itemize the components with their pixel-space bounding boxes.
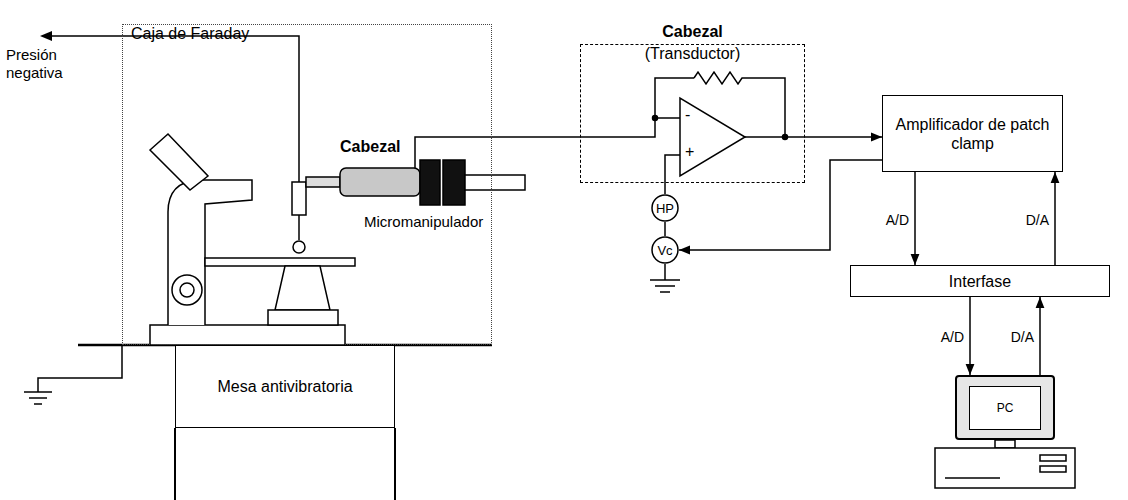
drive-slot [1040,466,1066,472]
label-holder: A/D [941,328,964,346]
cell-sample [293,241,305,253]
noninverting-input [665,155,680,183]
node-text: HP [656,201,674,216]
case-line [945,477,1000,479]
ground-symbol [24,391,52,393]
ground-symbol [34,403,42,405]
headstage-body [340,168,420,196]
headstage-label: Cabezal [340,138,400,156]
holder-connector [306,177,340,187]
faraday-cage: Caja de Faraday [122,24,492,345]
node-text: (Transductor) [645,45,740,63]
signal-label: D/A [1026,212,1049,228]
ground-symbol [29,397,47,399]
signal-connector [914,172,916,265]
pipette [298,215,300,240]
manipulator-label: Micromanipulador [362,213,485,231]
signal-connector [679,160,882,250]
computer-case [935,448,1075,488]
signal-label: A/D [886,212,909,228]
amplifier-box: Amplificador de patch clamp [882,95,1063,172]
microscope-stage [205,258,355,266]
focus-knob [172,275,202,305]
condenser [275,266,330,310]
node-text: Vc [657,243,672,258]
signal-label: D/A [1011,329,1034,345]
pipette-holder [292,182,306,215]
signal-connector [1039,297,1041,375]
opamp-symbol [680,98,745,176]
label-holder: D/A [1026,211,1049,229]
table-box: Mesa antivibratoria [175,345,395,428]
ground-symbol [655,285,675,287]
node-text: PC [969,386,1041,430]
node-text: Mesa antivibratoria [217,377,352,396]
interface-box: Interfase [850,265,1110,297]
micromanipulator-block [443,160,465,205]
pin-sign: + [685,143,694,161]
label-holder: Cabezal [340,138,400,156]
inverting-input [655,117,680,119]
pin-sign: - [685,106,690,124]
junction-dot [653,116,658,121]
monitor-stand [995,440,1015,448]
label-holder: A/D [886,211,909,229]
signal-wire [415,78,694,168]
label-holder: Micromanipulador [362,213,485,231]
node-text: Cabezal [662,23,722,41]
ground-wire [38,345,122,392]
label-holder: Presión negativa [6,46,82,82]
table-leg [394,428,396,500]
signal-connector [969,297,971,375]
ground-symbol [650,279,680,281]
signal-connector [805,136,882,138]
lamp-housing [268,310,338,325]
drive-slot [1040,455,1066,461]
signal-connector [664,183,666,194]
label-holder: + [685,143,694,161]
hp-circle: HP [651,194,679,222]
pressure-arrow [40,31,52,41]
pressure-label: Presión negativa [6,46,82,82]
signal-connector [664,222,666,236]
node-text: Caja de Faraday [123,25,249,43]
microscope-arm [168,180,252,325]
label-holder: D/A [1011,328,1034,346]
transducer-box: Cabezal(Transductor) [580,44,805,183]
ground-wire [664,264,666,280]
table-leg [174,428,176,500]
node-text: Interfase [949,272,1011,291]
pressure-tube [52,36,299,182]
label-holder: - [685,106,690,124]
circle-outline [652,195,678,221]
microscope-base [150,325,345,345]
opamp-output [745,136,805,138]
pc-monitor: PC [955,375,1055,440]
signal-label: A/D [941,329,964,345]
node-text: Amplificador de patch clamp [889,115,1056,153]
microscope-eyepiece [150,134,208,190]
focus-knob [180,283,194,297]
circle-outline [652,237,678,263]
vc-circle: Vc [651,236,679,264]
micromanipulator-block [420,160,440,205]
signal-connector [1054,172,1056,265]
manipulator-rod [465,175,525,190]
ground-symbol [660,291,670,293]
